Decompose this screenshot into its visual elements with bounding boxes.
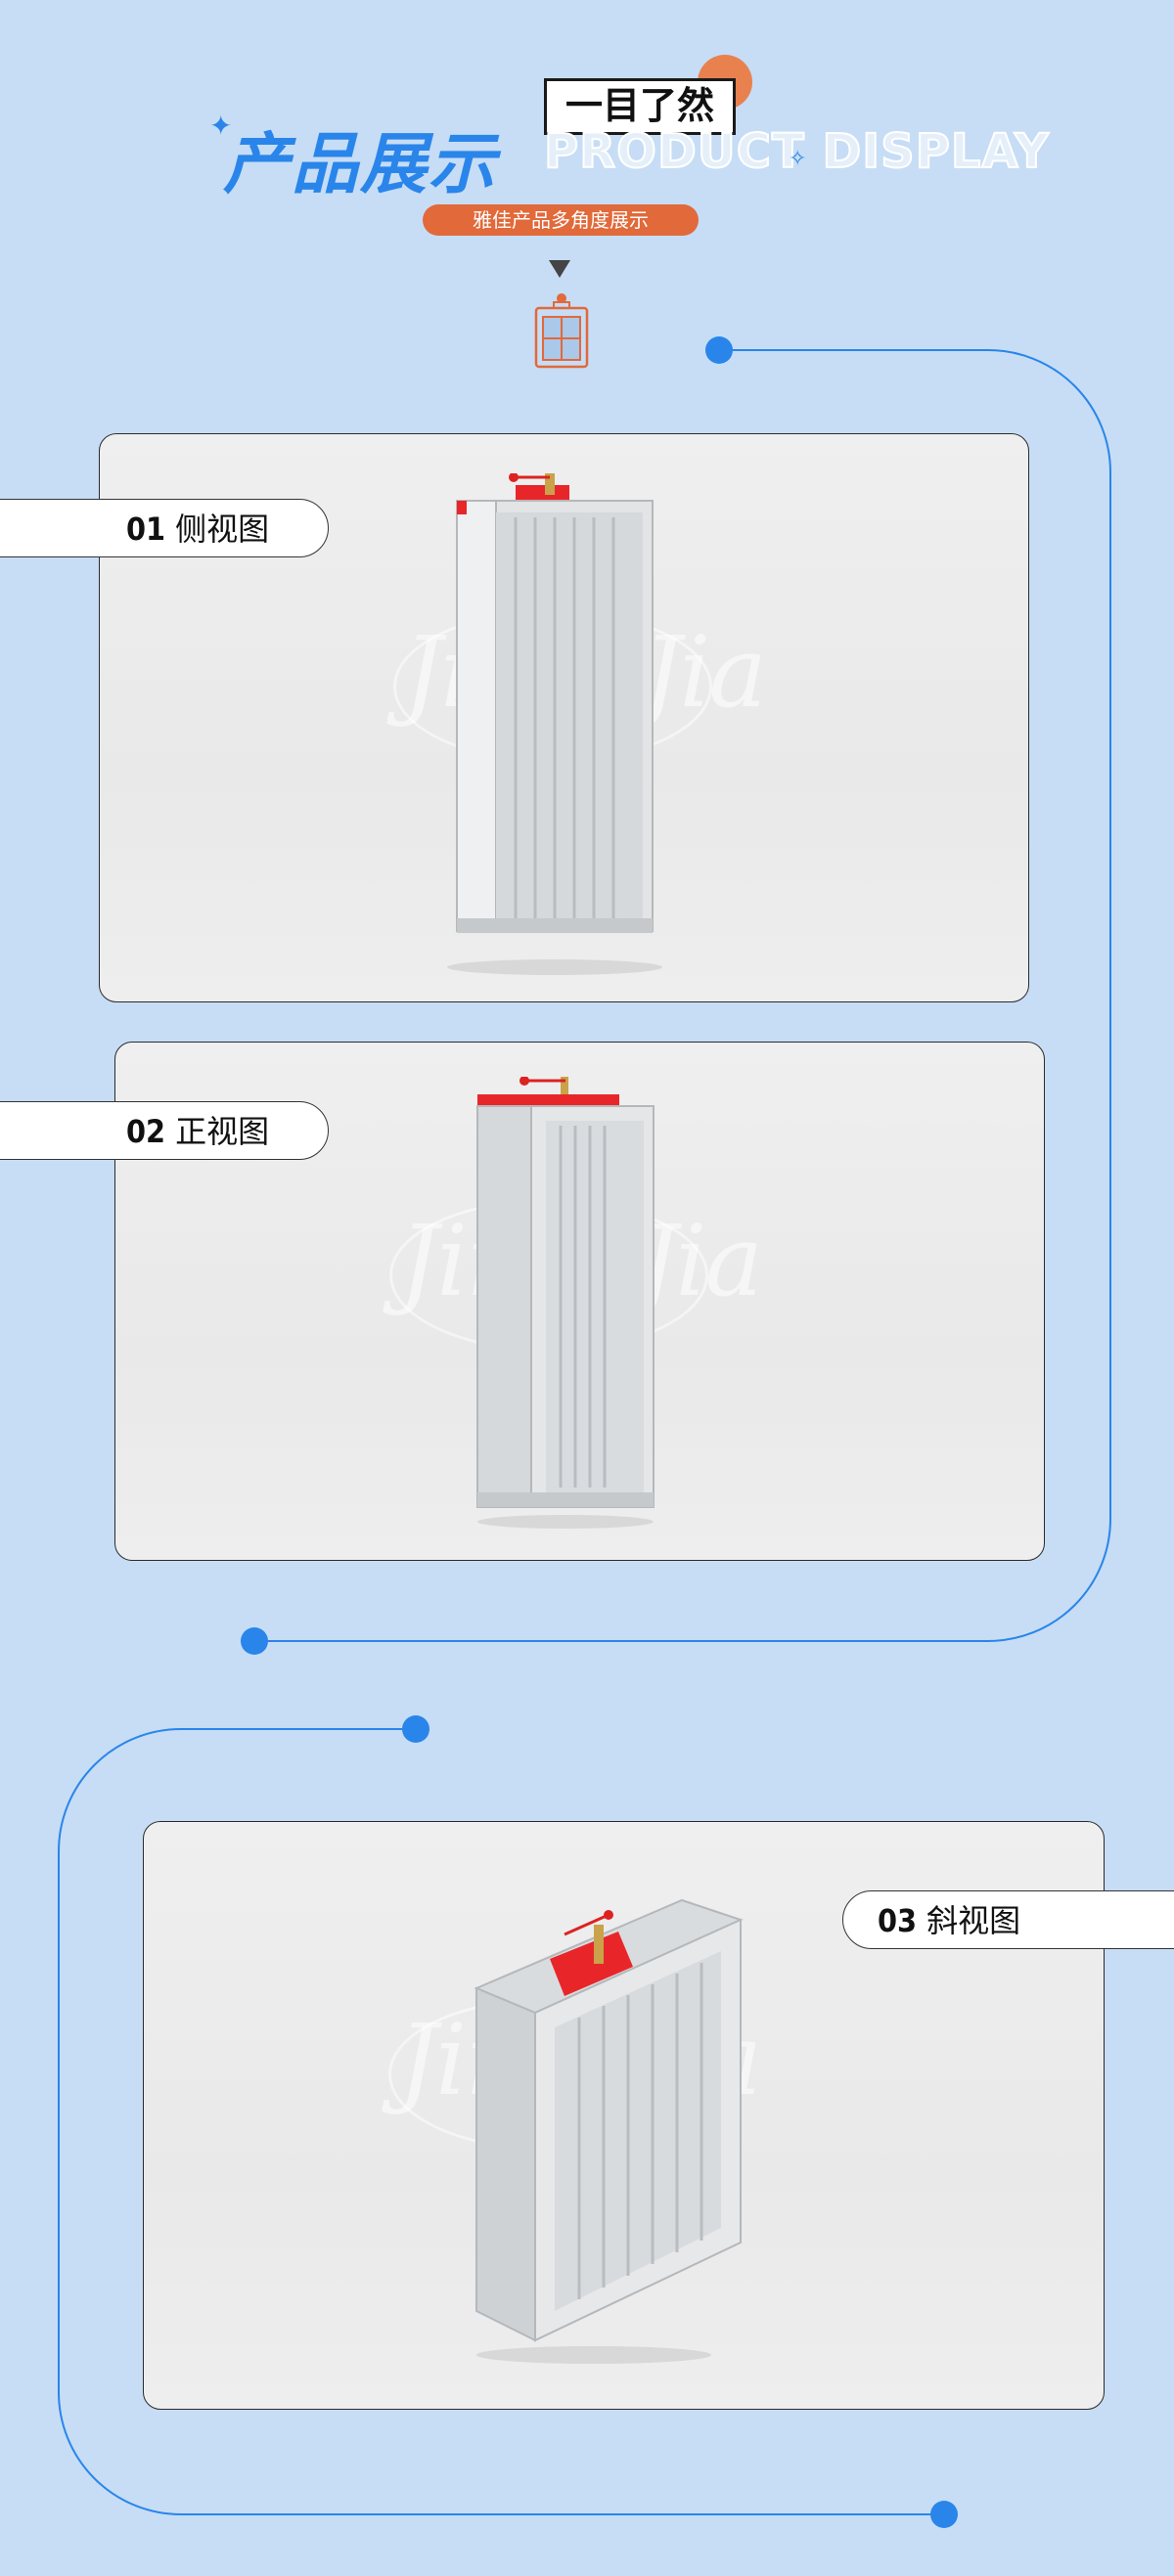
damper-image bbox=[476, 1077, 655, 1529]
page-title: 产品展示 bbox=[223, 126, 498, 203]
damper-icon bbox=[534, 293, 589, 369]
view-title: 侧视图 bbox=[175, 511, 270, 548]
subtitle-badge: 雅佳产品多角度展示 bbox=[423, 204, 699, 236]
connector-dot bbox=[930, 2501, 958, 2528]
page-title-english: PRODUCT DISPLAY bbox=[543, 123, 1050, 180]
damper-image bbox=[447, 473, 662, 975]
view-number: 03 bbox=[878, 1902, 918, 1939]
view-number: 01 bbox=[126, 511, 166, 548]
connector-dot bbox=[402, 1715, 429, 1743]
view-number: 02 bbox=[126, 1113, 166, 1150]
damper-image bbox=[474, 1898, 744, 2364]
connector-dot bbox=[705, 336, 733, 364]
sparkle-icon: ✧ bbox=[789, 147, 807, 171]
sparkle-icon: ✦ bbox=[209, 110, 233, 142]
connector-dot bbox=[241, 1627, 268, 1655]
view-title: 正视图 bbox=[175, 1113, 270, 1150]
view-title: 斜视图 bbox=[926, 1902, 1021, 1939]
title-tag: 一目了然 bbox=[544, 78, 736, 135]
down-arrow-icon bbox=[549, 260, 570, 278]
